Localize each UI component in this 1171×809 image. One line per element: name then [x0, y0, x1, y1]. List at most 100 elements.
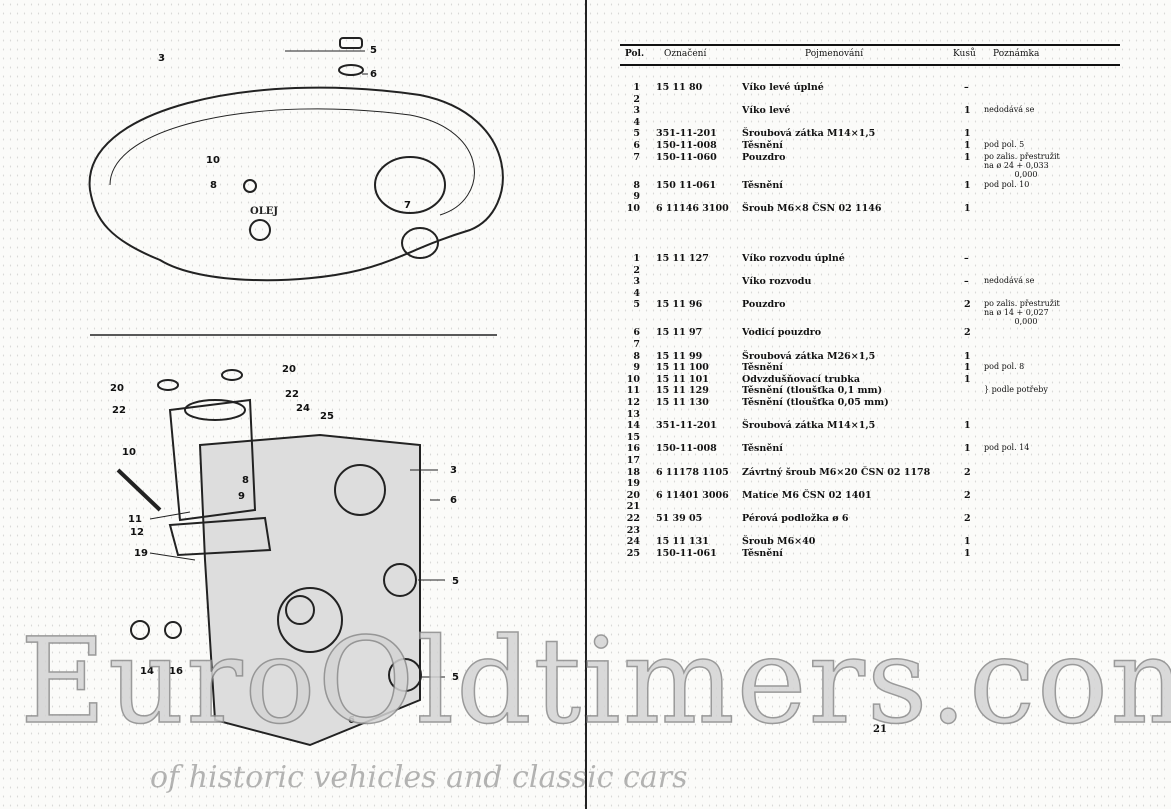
cell-pol: 4	[633, 287, 640, 299]
cell-note: na ø 24 + 0,033	[984, 160, 1049, 170]
right-page-parts-list	[587, 0, 1171, 809]
callout: 10	[206, 155, 220, 166]
cell-qty: 1	[964, 443, 971, 455]
cell-pol: 3	[633, 105, 640, 117]
cell-name: Těsnění (tloušťka 0,05 mm)	[742, 397, 889, 408]
cell-code: 15 11 127	[656, 253, 709, 264]
cell-name: Závrtný šroub M6×20 ČSN 02 1178	[742, 466, 931, 478]
cell-pol: 3	[633, 276, 640, 288]
callout: 22	[112, 405, 126, 416]
cell-pol: 12	[626, 397, 640, 408]
header-name: Pojmenování	[805, 49, 864, 59]
header-code: Označení	[664, 49, 707, 59]
callout: 11	[128, 514, 142, 525]
cell-pol: 4	[633, 116, 640, 128]
cell-pol: 11	[626, 385, 640, 397]
cell-qty: 1	[964, 536, 971, 548]
cell-code: 150-11-008	[656, 140, 717, 151]
cell-pol: 23	[626, 524, 640, 536]
cell-pol: 8	[633, 179, 640, 191]
cell-note: pod pol. 10	[984, 179, 1030, 189]
table-top-rule	[620, 44, 1120, 46]
cell-pol: 2	[633, 93, 640, 105]
cell-note: 0,000	[984, 317, 1038, 327]
cell-code: 15 11 96	[656, 299, 703, 311]
watermark: EuroOldtimers.com	[19, 611, 1171, 751]
cell-qty: 1	[964, 128, 971, 140]
cell-code: 15 11 97	[656, 327, 703, 339]
cell-pol: 18	[626, 466, 640, 478]
cell-pol: 19	[626, 478, 640, 490]
cell-note: pod pol. 5	[984, 140, 1025, 149]
cell-pol: 13	[626, 408, 640, 420]
cell-pol: 6	[633, 140, 640, 151]
cell-code: 351-11-201	[656, 420, 717, 432]
callout: 5	[452, 672, 459, 683]
cell-qty: –	[964, 82, 969, 93]
cell-pol: 25	[626, 547, 640, 559]
cell-pol: 1	[633, 253, 640, 264]
cell-pol: 5	[633, 128, 640, 140]
cell-code: 15 11 129	[656, 385, 709, 397]
cell-code: 150 11-061	[656, 179, 717, 191]
cell-note: na ø 14 + 0,027	[984, 308, 1049, 318]
page-number: 21	[873, 724, 887, 735]
callout: 5	[370, 45, 377, 56]
cell-pol: 9	[633, 362, 640, 374]
cell-qty: 1	[964, 105, 971, 117]
cell-pol: 6	[633, 327, 640, 339]
header-note: Poznámka	[993, 49, 1040, 59]
table-header-rule	[620, 64, 1120, 66]
cell-code: 150-11-061	[656, 547, 717, 559]
cell-name: Šroub M6×40	[742, 536, 816, 548]
cell-code: 150-11-008	[656, 443, 717, 455]
callout: 12	[130, 527, 144, 538]
cell-qty: 1	[964, 140, 971, 151]
cell-pol: 21	[626, 501, 640, 513]
cell-pol: 17	[626, 455, 640, 466]
cell-qty: 2	[964, 489, 971, 501]
callout: 3	[450, 465, 457, 476]
cell-pol: 15	[626, 431, 640, 443]
cell-qty: 1	[964, 420, 971, 432]
cell-code: 6 11146 3100	[656, 202, 729, 214]
callout: 20	[110, 383, 124, 394]
callout: 8	[210, 180, 217, 191]
cell-code: 351-11-201	[656, 128, 717, 140]
cell-qty: 1	[964, 179, 971, 191]
callout: 6	[370, 69, 377, 80]
cell-qty: 1	[964, 362, 971, 374]
callout: 6	[450, 495, 457, 506]
cell-qty: 2	[964, 327, 971, 339]
cell-pol: 22	[626, 513, 640, 524]
cell-name: Víko rozvodu	[742, 276, 812, 288]
callout: 3	[158, 53, 165, 64]
callout: 24	[296, 403, 310, 414]
cell-name: Šroubová zátka M14×1,5	[742, 420, 876, 432]
cell-code: 6 11401 3006	[656, 489, 729, 501]
callout: 10	[122, 447, 136, 458]
cell-note: pod pol. 14	[984, 443, 1030, 453]
cell-qty: –	[964, 253, 969, 264]
callout: 14	[140, 666, 154, 677]
cell-pol: 9	[633, 191, 640, 203]
cell-note: nedodává se	[984, 105, 1035, 115]
cell-qty: 2	[964, 513, 971, 524]
cell-note: 0,000	[984, 169, 1038, 179]
cell-name: Odvzdušňovací trubka	[742, 373, 861, 385]
watermark-subtitle: of historic vehicles and classic cars	[150, 760, 688, 795]
cell-name: Pouzdro	[742, 299, 786, 311]
cell-code: 15 11 80	[656, 82, 703, 93]
cell-name: Šroubová zátka M26×1,5	[742, 350, 876, 362]
callout: 9	[238, 491, 245, 502]
scan-noise	[587, 0, 1171, 809]
cell-qty: 1	[964, 547, 971, 559]
cell-code: 15 11 130	[656, 397, 709, 408]
cell-pol: 1	[633, 82, 640, 93]
cell-pol: 10	[626, 202, 640, 214]
cell-code: 15 11 99	[656, 350, 703, 362]
callout: 6	[348, 715, 355, 726]
cell-pol: 2	[633, 264, 640, 276]
cell-name: Víko levé	[742, 105, 791, 117]
cell-note: nedodává se	[984, 276, 1035, 286]
